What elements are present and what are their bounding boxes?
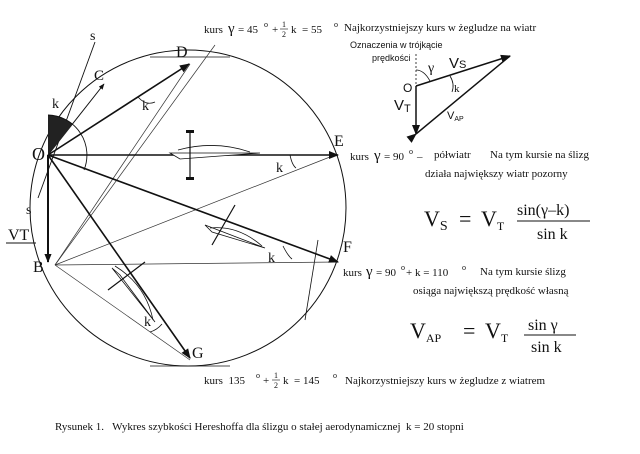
annotation-E-pre: kurs — [350, 151, 369, 163]
annotation-E: kurs γ = 90 o – półwiatr Na tym kursie n… — [350, 147, 589, 180]
iceboat-icon-G — [107, 261, 156, 323]
annotation-G-half-den: 2 — [274, 381, 278, 390]
speed-circle — [29, 49, 347, 367]
annotation-D-text: Najkorzystniejszy kurs w żegludze na wia… — [344, 22, 536, 34]
annotation-G-deg2: o — [333, 371, 337, 380]
label-E: E — [334, 133, 344, 150]
formula-vs-eq: = — [459, 206, 471, 231]
triangle-title-line2: prędkości — [372, 53, 411, 63]
triangle-angle-k — [449, 75, 454, 93]
annotation-G-plus: + — [263, 375, 269, 387]
annotation-D-half-den: 2 — [282, 30, 286, 39]
label-B: B — [33, 259, 44, 276]
annotation-E-dash: – — [416, 151, 423, 163]
formula-vs-num: sin(γ–k) — [517, 202, 569, 219]
vector-OD — [47, 63, 190, 156]
formula-vs-den: sin k — [537, 226, 568, 243]
formula-vap-lhs: VAP — [410, 318, 442, 345]
triangle-label-k: k — [454, 83, 460, 95]
label-F: F — [343, 239, 352, 256]
annotation-F-deg2: o — [462, 263, 466, 272]
annotation-F-line1: Na tym kursie ślizg — [480, 266, 566, 278]
annotation-E-deg: o — [409, 147, 413, 156]
annotation-G-deg1: o — [256, 371, 260, 380]
formula-vs: VS = VT sin(γ–k) sin k — [424, 202, 590, 243]
formula-vap-rhs: VT — [485, 318, 509, 345]
label-D: D — [176, 44, 188, 61]
formula-vap-den: sin k — [531, 339, 562, 356]
angle-arc-D — [137, 96, 156, 104]
annotation-D-k: k = 55 — [291, 24, 322, 36]
formula-vap-eq: = — [463, 318, 475, 343]
vector-OF — [47, 154, 339, 263]
annotation-F-line2: osiąga największą prędkość własną — [413, 285, 569, 297]
annotation-D-eq: = 45 — [238, 24, 258, 36]
annotation-D: kurs γ = 45 o + 1 2 k = 55 o Najkorzystn… — [204, 20, 536, 39]
angle-arc-G — [149, 323, 163, 333]
velocity-triangle: Oznaczenia w trójkącie prędkości O γ k V… — [350, 40, 511, 143]
annotation-E-line1: Na tym kursie na ślizg — [490, 149, 589, 161]
annotation-F: kurs γ = 90 o + k = 110 o Na tym kursie … — [343, 263, 569, 297]
annotation-G-pre: kurs 135 — [204, 375, 245, 387]
k-sector — [48, 115, 73, 155]
label-k-G: k — [144, 315, 151, 330]
annotation-G: kurs 135 o + 1 2 k = 145 o Najkorzystnie… — [204, 371, 546, 390]
annotation-F-plus: + k = 110 — [406, 267, 449, 279]
annotation-E-line2: działa największy wiatr pozorny — [425, 168, 568, 180]
annotation-E-name: półwiatr — [434, 149, 471, 161]
angle-arc-O — [47, 114, 88, 171]
iceboat-icon-E — [168, 130, 261, 180]
label-vt: VT — [8, 227, 30, 244]
label-k-D: k — [142, 99, 149, 114]
formula-vap-num: sin γ — [528, 317, 558, 334]
annotation-D-pre: kurs — [204, 24, 223, 36]
annotation-D-gamma: γ — [227, 21, 235, 37]
annotation-F-pre: kurs — [343, 267, 362, 279]
angle-arc-E — [289, 154, 297, 169]
label-s-top: s — [90, 29, 95, 44]
annotation-E-gamma: γ — [373, 148, 381, 164]
label-k-F: k — [268, 251, 275, 266]
triangle-vector-vs — [415, 54, 511, 87]
annotation-F-eq: = 90 — [376, 267, 396, 279]
label-k-sector: k — [52, 97, 59, 112]
triangle-label-gamma: γ — [427, 61, 434, 76]
construction-line-D — [54, 63, 191, 266]
triangle-label-vs: VS — [449, 55, 466, 72]
formula-vap: VAP = VT sin γ sin k — [410, 317, 576, 356]
label-O: O — [32, 144, 45, 164]
annotation-D-plus: + — [272, 24, 278, 36]
annotation-D-deg2: o — [334, 20, 338, 29]
annotation-D-deg1: o — [264, 20, 268, 29]
iceboat-icon-F — [204, 204, 266, 249]
construction-line-G — [54, 264, 191, 361]
annotation-G-text: Najkorzystniejszy kurs w żegludze z wiat… — [345, 375, 546, 387]
annotation-G-k: k = 145 — [283, 375, 320, 387]
vector-OG — [47, 154, 191, 359]
annotation-D-half-num: 1 — [282, 20, 286, 29]
annotation-F-gamma: γ — [365, 264, 373, 280]
label-k-E: k — [276, 161, 283, 176]
annotation-G-half-num: 1 — [274, 371, 278, 380]
label-C: C — [94, 68, 104, 84]
triangle-angle-gamma — [415, 69, 431, 82]
label-G: G — [192, 345, 204, 362]
triangle-label-vt: VT — [394, 97, 411, 115]
triangle-vector-vap — [406, 55, 511, 143]
annotation-F-deg1: o — [401, 263, 405, 272]
label-s-bottom: s — [26, 203, 31, 218]
triangle-label-O: O — [403, 81, 412, 95]
figure-caption: Rysunek 1. Wykres szybkości Hereshoffa d… — [55, 421, 464, 433]
triangle-title-line1: Oznaczenia w trójkącie — [350, 40, 443, 50]
formula-vs-lhs: VS — [424, 206, 448, 234]
formula-vs-rhs: VT — [481, 206, 505, 233]
annotation-E-eq: = 90 — [384, 151, 404, 163]
construction-line-F — [54, 261, 339, 266]
angle-arc-F — [282, 245, 293, 260]
triangle-label-vap: VAP — [447, 110, 464, 123]
